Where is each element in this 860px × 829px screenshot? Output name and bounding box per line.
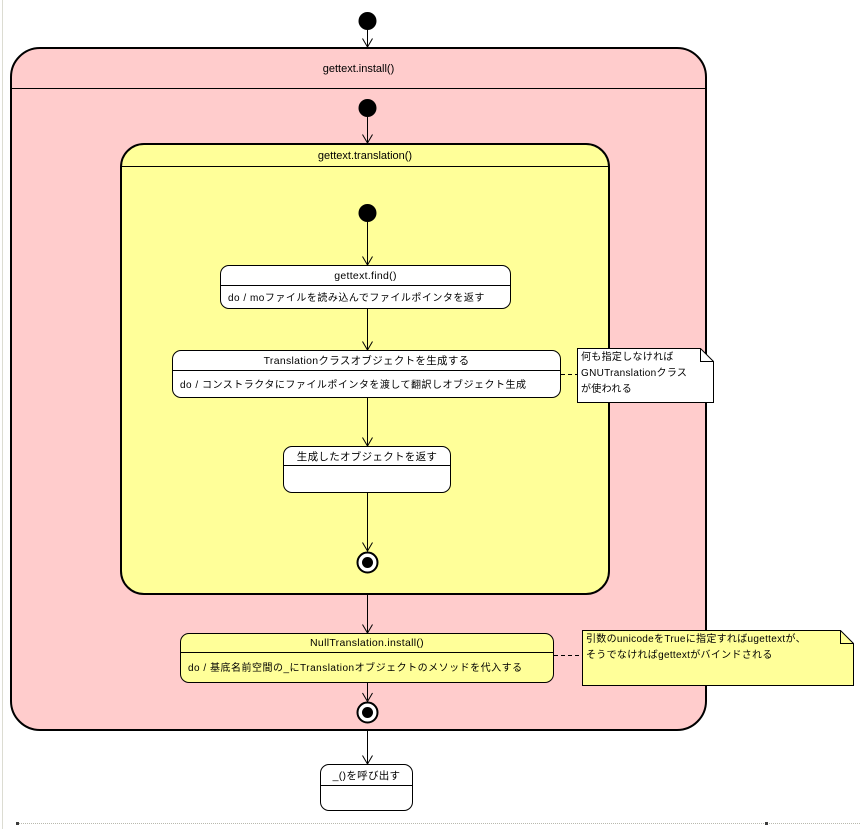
- state-create-translation-object[interactable]: Translationクラスオブジェクトを生成する do / コンストラクタにフ…: [172, 350, 561, 398]
- state-nulltranslation-install[interactable]: NullTranslation.install() do / 基底名前空間の_に…: [180, 633, 554, 683]
- state-title: 生成したオブジェクトを返す: [284, 447, 450, 466]
- note-text-line: 引数のunicodeをTrueに指定すればugettextが、: [586, 634, 806, 645]
- page-corner-dot: [765, 822, 768, 825]
- note-unicode-binding[interactable]: 引数のunicodeをTrueに指定すればugettextが、 そうでなければg…: [582, 630, 854, 686]
- initial-node-icon[interactable]: [358, 12, 377, 30]
- note-shape-icon: [577, 348, 714, 403]
- state-do-activity: do / moファイルを読み込んでファイルポインタを返す: [228, 292, 485, 304]
- composite-state-title: gettext.translation(): [122, 145, 608, 167]
- state-gettext-find[interactable]: gettext.find() do / moファイルを読み込んでファイルポインタ…: [220, 265, 511, 309]
- note-text-line: 何も指定しなければ: [581, 352, 674, 363]
- note-text: 引数のunicodeをTrueに指定すればugettextが、 そうでなければg…: [582, 630, 854, 686]
- page-guide-vertical: [2, 0, 3, 829]
- state-do-activity: do / 基底名前空間の_にTranslationオブジェクトのメソッドを代入す…: [188, 662, 523, 674]
- state-return-object[interactable]: 生成したオブジェクトを返す: [283, 446, 451, 493]
- note-shape-icon: [582, 630, 854, 686]
- note-text-line: GNUTranslationクラス: [581, 368, 688, 379]
- arrowhead-icon: [362, 38, 373, 48]
- state-do-activity: [321, 786, 412, 808]
- state-title: _()を呼び出す: [321, 765, 412, 786]
- note-text-line: そうでなければgettextがバインドされる: [586, 650, 773, 661]
- state-title: NullTranslation.install(): [181, 634, 553, 653]
- page-corner-dot: [16, 822, 19, 825]
- state-call-underscore[interactable]: _()を呼び出す: [320, 764, 413, 811]
- state-do-activity: do / コンストラクタにファイルポインタを渡して翻訳しオブジェクト生成: [180, 379, 527, 391]
- note-text: 何も指定しなければ GNUTranslationクラス が使われる: [577, 348, 714, 403]
- state-title: gettext.find(): [221, 266, 510, 286]
- page-guide-horizontal: [18, 823, 860, 824]
- note-gnutranslation-default[interactable]: 何も指定しなければ GNUTranslationクラス が使われる: [577, 348, 714, 403]
- state-title: Translationクラスオブジェクトを生成する: [173, 351, 560, 371]
- arrowhead-icon: [362, 755, 373, 765]
- note-text-line: が使われる: [581, 384, 632, 395]
- state-do-activity: [284, 466, 450, 490]
- composite-state-title: gettext.install(): [12, 49, 705, 89]
